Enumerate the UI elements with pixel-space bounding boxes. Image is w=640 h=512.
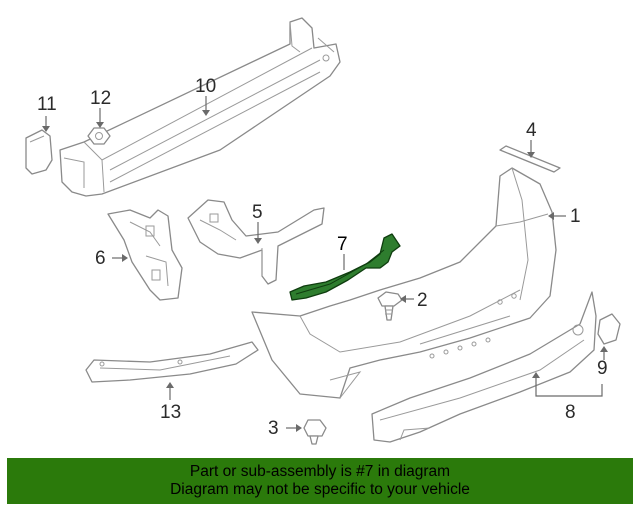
callout-7: 7	[337, 234, 348, 255]
callout-labels: 11 12 10 4 1 5 6 7 2 9 8 13 3	[37, 76, 608, 439]
part-7-bracket-highlighted[interactable]	[289, 233, 401, 301]
callout-5: 5	[252, 202, 263, 223]
banner-line-1: Part or sub-assembly is #7 in diagram	[189, 463, 451, 480]
part-5-right-bracket[interactable]	[187, 199, 325, 285]
part-1-bumper-cover[interactable]	[251, 167, 557, 399]
callout-13: 13	[160, 402, 181, 423]
part-9-cover[interactable]	[597, 313, 621, 345]
callout-12: 12	[90, 88, 111, 109]
part-6-left-bracket[interactable]	[107, 209, 183, 301]
callout-9: 9	[597, 358, 608, 379]
part-3-clip[interactable]	[303, 419, 327, 445]
callout-4: 4	[526, 120, 537, 141]
callout-1: 1	[570, 206, 581, 227]
callout-2: 2	[417, 290, 428, 311]
part-10-bumper-carrier[interactable]	[59, 17, 341, 197]
part-8-lower-diffuser[interactable]	[371, 291, 597, 443]
banner-line-2: Diagram may not be specific to your vehi…	[170, 481, 470, 498]
info-banner: Part or sub-assembly is #7 in diagram Di…	[7, 458, 633, 504]
part-4-trim-strip[interactable]	[499, 145, 561, 173]
callout-3: 3	[268, 418, 279, 439]
callout-6: 6	[95, 248, 106, 269]
callout-8: 8	[565, 402, 576, 423]
parts-diagram: 11 12 10 4 1 5 6 7 2 9 8 13 3	[25, 17, 621, 445]
part-12-nut[interactable]	[87, 127, 111, 145]
part-11-bracket[interactable]	[25, 129, 53, 175]
callout-11: 11	[37, 94, 57, 115]
callout-10: 10	[195, 76, 216, 97]
part-13-reflector-strip[interactable]	[85, 341, 259, 383]
leader-lines	[42, 96, 608, 432]
